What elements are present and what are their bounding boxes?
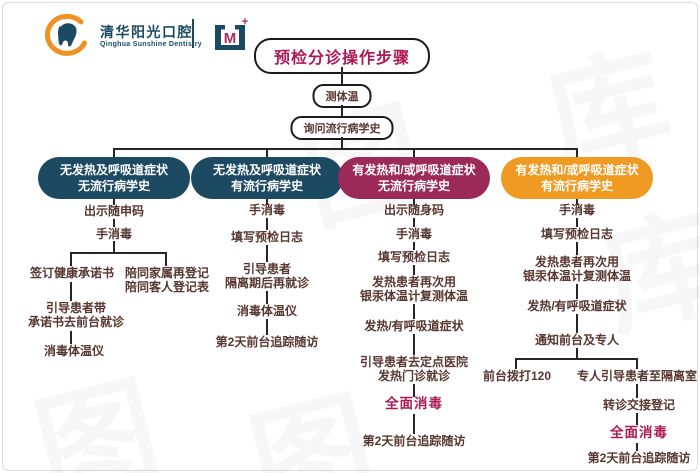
connector bbox=[413, 384, 415, 397]
connector bbox=[113, 219, 115, 227]
connector bbox=[70, 331, 72, 344]
connector bbox=[266, 319, 268, 335]
connector bbox=[576, 242, 578, 255]
connector bbox=[515, 358, 517, 369]
connector bbox=[113, 241, 115, 252]
connector bbox=[636, 384, 638, 398]
step-retake-temperature: 发热患者再次用 bbox=[534, 255, 620, 269]
category-no-fever-with-history: 无发热及呼吸道症状 有流行病学史 bbox=[191, 157, 343, 199]
step-companion-register: 陪同家属再登记 bbox=[124, 266, 210, 280]
connector bbox=[413, 148, 415, 157]
step-revisit-after-quarantine: 隔离期后再就诊 bbox=[224, 276, 310, 290]
connector bbox=[413, 414, 415, 434]
category-fever-no-history: 有发热和/或呼吸道症状 无流行病学史 bbox=[338, 157, 490, 199]
step-show-health-code: 出示随申码 bbox=[83, 204, 145, 218]
connector bbox=[341, 137, 343, 148]
step-referral-handover-register: 转诊交接登记 bbox=[602, 398, 676, 412]
step-guide-to-isolation-room: 专人引导患者至隔离室 bbox=[576, 369, 698, 383]
step-retake-temperature-2: 银汞体温计复测体温 bbox=[522, 269, 632, 283]
branch-split-line bbox=[71, 252, 167, 254]
connector bbox=[165, 252, 167, 266]
connector bbox=[636, 413, 638, 425]
connector bbox=[266, 291, 268, 304]
connector bbox=[341, 67, 343, 84]
clinic-emblem-icon: M + bbox=[215, 16, 248, 50]
step-show-health-code: 出示随身码 bbox=[383, 203, 445, 217]
category-fever-with-history: 有发热和/或呼吸道症状 有流行病学史 bbox=[501, 157, 653, 199]
branch-split-line bbox=[516, 358, 638, 360]
step-disinfect-thermometer: 消毒体温仪 bbox=[236, 304, 298, 318]
clinic-name-cn: 清华阳光口腔 bbox=[100, 24, 193, 40]
svg-text:M: M bbox=[224, 30, 237, 47]
logo-divider bbox=[192, 19, 194, 48]
connector bbox=[576, 284, 578, 299]
step-call-120: 前台拨打120 bbox=[482, 369, 552, 383]
connector bbox=[341, 105, 343, 116]
step-fever-or-respiratory: 发热/有呼吸道症状 bbox=[527, 299, 627, 313]
category-label: 无流行病学史 bbox=[377, 179, 450, 193]
connector bbox=[636, 358, 638, 369]
svg-text:+: + bbox=[242, 16, 248, 28]
category-label: 无流行病学史 bbox=[77, 179, 150, 193]
connector bbox=[413, 334, 415, 355]
step-notify-front-desk: 通知前台及专人 bbox=[534, 333, 620, 347]
connector bbox=[266, 148, 268, 157]
step-fever-or-respiratory: 发热/有呼吸道症状 bbox=[364, 319, 464, 333]
connector bbox=[266, 245, 268, 262]
connector bbox=[413, 242, 415, 250]
step-guide-patient-with-pledge-2: 承诺书去前台就诊 bbox=[27, 315, 125, 329]
step-full-disinfection: 全面消毒 bbox=[610, 425, 668, 440]
connector bbox=[113, 148, 115, 157]
step-fill-triage-log: 填写预检日志 bbox=[230, 230, 304, 244]
step-guide-patient-with-pledge: 引导患者带 bbox=[45, 301, 107, 315]
connector bbox=[576, 218, 578, 227]
step-retake-temperature: 发热患者再次用 bbox=[371, 275, 457, 289]
tooth-icon bbox=[45, 14, 87, 56]
connector bbox=[266, 218, 268, 230]
step-full-disinfection: 全面消毒 bbox=[385, 396, 443, 411]
step-hand-disinfect: 手消毒 bbox=[558, 203, 596, 217]
connector bbox=[576, 148, 578, 157]
step-companion-register-form: 陪同客人登记表 bbox=[124, 280, 210, 294]
category-label: 有流行病学史 bbox=[540, 179, 613, 193]
connector bbox=[113, 199, 115, 205]
step-sign-health-pledge: 签订健康承诺书 bbox=[29, 266, 115, 280]
step-guide-to-designated-hospital: 引导患者去定点医院 bbox=[359, 355, 469, 369]
step-ask-epidemic-history: 询问流行病学史 bbox=[290, 116, 394, 140]
category-label: 有发热和/或呼吸道症状 bbox=[352, 163, 476, 177]
connector bbox=[576, 314, 578, 333]
step-guide-patient: 引导患者 bbox=[242, 262, 292, 276]
connector bbox=[413, 265, 415, 275]
step-followup-day2: 第2天前台追踪随访 bbox=[587, 451, 691, 465]
category-label: 无发热及呼吸道症状 bbox=[212, 163, 321, 177]
connector bbox=[413, 218, 415, 227]
step-fever-clinic-visit: 发热门诊就诊 bbox=[377, 369, 451, 383]
category-no-fever-no-history: 无发热及呼吸道症状 无流行病学史 bbox=[38, 157, 190, 199]
connector bbox=[266, 199, 268, 205]
step-fill-triage-log: 填写预检日志 bbox=[377, 250, 451, 264]
category-label: 无发热及呼吸道症状 bbox=[59, 163, 168, 177]
step-hand-disinfect: 手消毒 bbox=[395, 227, 433, 241]
step-followup-day2: 第2天前台追踪随访 bbox=[215, 335, 319, 349]
connector bbox=[413, 199, 415, 205]
connector bbox=[413, 304, 415, 319]
branch-split-line bbox=[113, 148, 578, 150]
connector bbox=[636, 443, 638, 451]
step-retake-temperature-2: 银汞体温计复测体温 bbox=[359, 289, 469, 303]
step-disinfect-thermometer: 消毒体温仪 bbox=[43, 344, 105, 358]
step-followup-day2: 第2天前台追踪随访 bbox=[362, 434, 466, 448]
category-label: 有流行病学史 bbox=[230, 179, 303, 193]
step-hand-disinfect: 手消毒 bbox=[95, 227, 133, 241]
clinic-name-en: Qinghua Sunshine Dentistry bbox=[100, 41, 202, 48]
connector bbox=[70, 252, 72, 266]
step-hand-disinfect: 手消毒 bbox=[248, 203, 286, 217]
category-label: 有发热和/或呼吸道症状 bbox=[515, 163, 639, 177]
connector bbox=[70, 282, 72, 301]
step-fill-triage-log: 填写预检日志 bbox=[540, 227, 614, 241]
connector bbox=[576, 348, 578, 358]
connector bbox=[576, 199, 578, 205]
